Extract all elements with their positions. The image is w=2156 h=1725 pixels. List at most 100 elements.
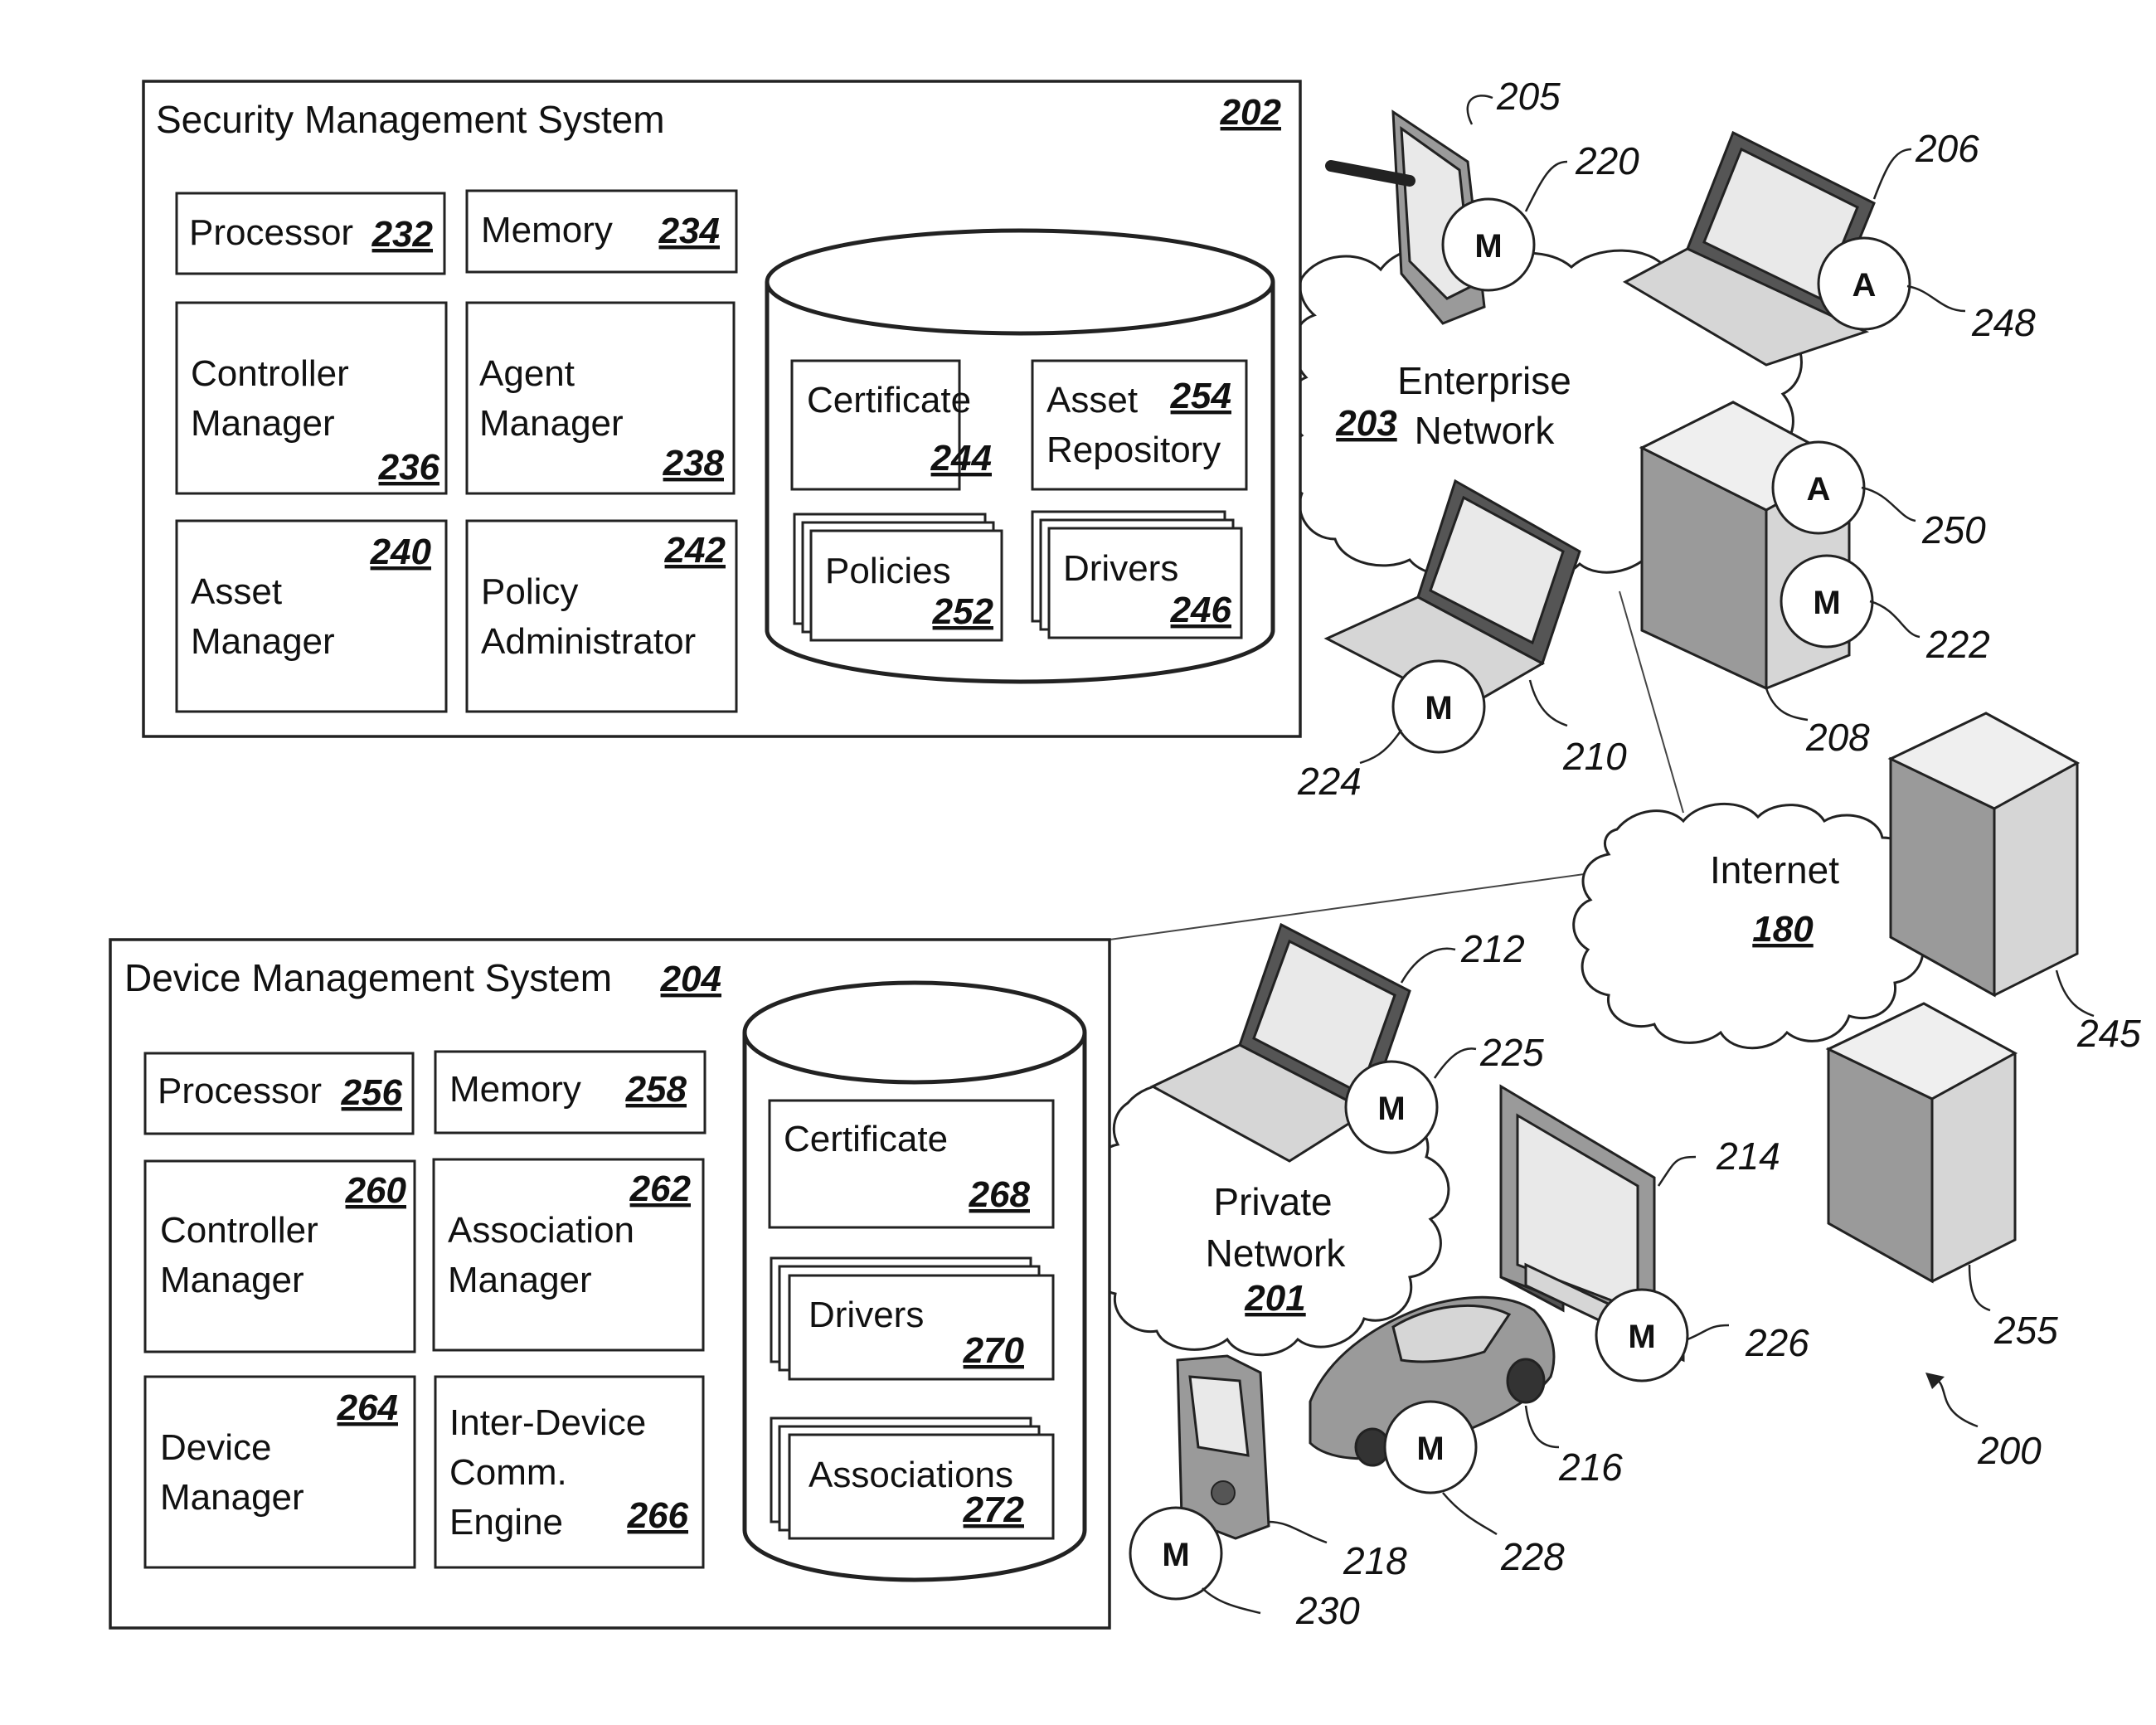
svg-text:M: M	[1628, 1319, 1655, 1355]
agent-badge-222: M	[1781, 556, 1872, 647]
drivers-246-label: Drivers	[1063, 548, 1178, 589]
certificate-244-label: Certificate	[807, 380, 971, 420]
inter-device-266-line1: Inter-Device	[449, 1402, 646, 1443]
leader-248	[1907, 286, 1965, 311]
agent-manager-238-ref: 238	[663, 443, 725, 483]
private-network-line1: Private	[1213, 1180, 1332, 1223]
label-206: 206	[1915, 127, 1979, 170]
label-212: 212	[1460, 927, 1525, 970]
svg-text:A: A	[1853, 267, 1877, 304]
svg-text:M: M	[1474, 228, 1502, 265]
enterprise-network-line1: Enterprise	[1397, 359, 1571, 402]
label-230: 230	[1295, 1589, 1360, 1632]
inter-device-266-line2: Comm.	[449, 1452, 567, 1493]
label-205: 205	[1496, 75, 1561, 118]
asset-manager-240-line1: Asset	[191, 571, 282, 612]
drivers-246-ref: 246	[1170, 590, 1232, 630]
internet-label: Internet	[1710, 848, 1839, 892]
figure-ref-arrow	[1932, 1377, 1978, 1426]
label-220: 220	[1575, 139, 1639, 182]
processor-232-label: Processor	[189, 212, 353, 253]
inter-device-266-ref: 266	[627, 1495, 689, 1536]
leader-230	[1202, 1588, 1260, 1613]
label-214: 214	[1716, 1135, 1780, 1178]
svg-text:M: M	[1377, 1091, 1405, 1127]
leader-216	[1526, 1406, 1559, 1447]
controller-manager-236-line1: Controller	[191, 353, 349, 394]
private-network-ref: 201	[1244, 1278, 1305, 1319]
device-manager-264-line1: Device	[160, 1427, 272, 1468]
label-226: 226	[1745, 1321, 1809, 1364]
label-216: 216	[1558, 1446, 1623, 1489]
policy-administrator-242-line2: Administrator	[481, 621, 696, 662]
controller-manager-260-line2: Manager	[160, 1260, 304, 1300]
policies-252-ref: 252	[932, 591, 994, 632]
label-208: 208	[1805, 716, 1870, 759]
agent-badge-226: M	[1596, 1290, 1687, 1381]
leader-210	[1530, 680, 1567, 726]
agent-badge-248: A	[1819, 238, 1910, 329]
label-210: 210	[1562, 735, 1627, 778]
figure-number: 200	[1977, 1429, 2042, 1472]
agent-badge-250: A	[1773, 442, 1864, 533]
memory-258-label: Memory	[449, 1069, 581, 1110]
server-245-device	[1891, 713, 2077, 995]
association-manager-262-ref: 262	[629, 1169, 692, 1209]
processor-256-ref: 256	[341, 1072, 403, 1113]
label-224: 224	[1297, 760, 1362, 803]
leader-224	[1360, 730, 1401, 763]
agent-manager-238-line1: Agent	[479, 353, 575, 394]
association-manager-262-line2: Manager	[448, 1260, 592, 1300]
label-222: 222	[1925, 623, 1990, 666]
inter-device-266-line3: Engine	[449, 1502, 563, 1543]
leader-228	[1443, 1493, 1497, 1534]
leader-214	[1658, 1157, 1696, 1186]
agent-badge-230: M	[1130, 1508, 1221, 1599]
svg-text:M: M	[1416, 1431, 1444, 1467]
policy-administrator-242-ref: 242	[664, 530, 726, 571]
label-250: 250	[1921, 508, 1986, 552]
label-255: 255	[1993, 1309, 2058, 1352]
policies-252-label: Policies	[825, 551, 951, 591]
leader-208	[1766, 688, 1808, 720]
association-manager-262-line1: Association	[448, 1210, 634, 1251]
label-228: 228	[1500, 1535, 1565, 1578]
leader-255	[1969, 1265, 1990, 1310]
controller-manager-260-ref: 260	[345, 1170, 407, 1211]
enterprise-network-line2: Network	[1415, 409, 1556, 452]
device-manager-264-line2: Manager	[160, 1477, 304, 1518]
private-network-line2: Network	[1206, 1232, 1347, 1275]
associations-272-ref: 272	[963, 1489, 1025, 1530]
leader-222	[1870, 601, 1920, 637]
agent-badge-228: M	[1385, 1402, 1476, 1493]
leader-218	[1269, 1522, 1327, 1543]
svg-text:M: M	[1813, 585, 1840, 621]
agent-manager-238-line2: Manager	[479, 403, 624, 444]
svg-text:M: M	[1162, 1537, 1189, 1573]
agent-badge-224: M	[1393, 661, 1484, 752]
asset-repository-254-ref: 254	[1170, 376, 1231, 416]
leader-220	[1526, 162, 1567, 211]
leader-206	[1874, 149, 1911, 199]
svg-text:M: M	[1425, 690, 1452, 726]
processor-256-label: Processor	[158, 1071, 322, 1111]
processor-232-ref: 232	[371, 214, 434, 255]
device-system-ref: 204	[660, 959, 721, 999]
drivers-270-ref: 270	[963, 1330, 1025, 1371]
controller-manager-236-ref: 236	[378, 447, 440, 488]
device-manager-264-ref: 264	[337, 1387, 398, 1428]
security-system-ref: 202	[1220, 92, 1282, 133]
certificate-268-label: Certificate	[784, 1119, 948, 1159]
label-225: 225	[1479, 1031, 1544, 1074]
leader-225	[1435, 1048, 1476, 1078]
asset-manager-240-ref: 240	[370, 532, 432, 572]
controller-manager-236-line2: Manager	[191, 403, 335, 444]
leader-250	[1862, 488, 1916, 521]
leader-226	[1687, 1325, 1729, 1339]
leader-205	[1468, 95, 1493, 124]
drivers-270-label: Drivers	[808, 1295, 924, 1335]
server-255-device	[1828, 1003, 2015, 1281]
memory-234-label: Memory	[481, 210, 613, 250]
